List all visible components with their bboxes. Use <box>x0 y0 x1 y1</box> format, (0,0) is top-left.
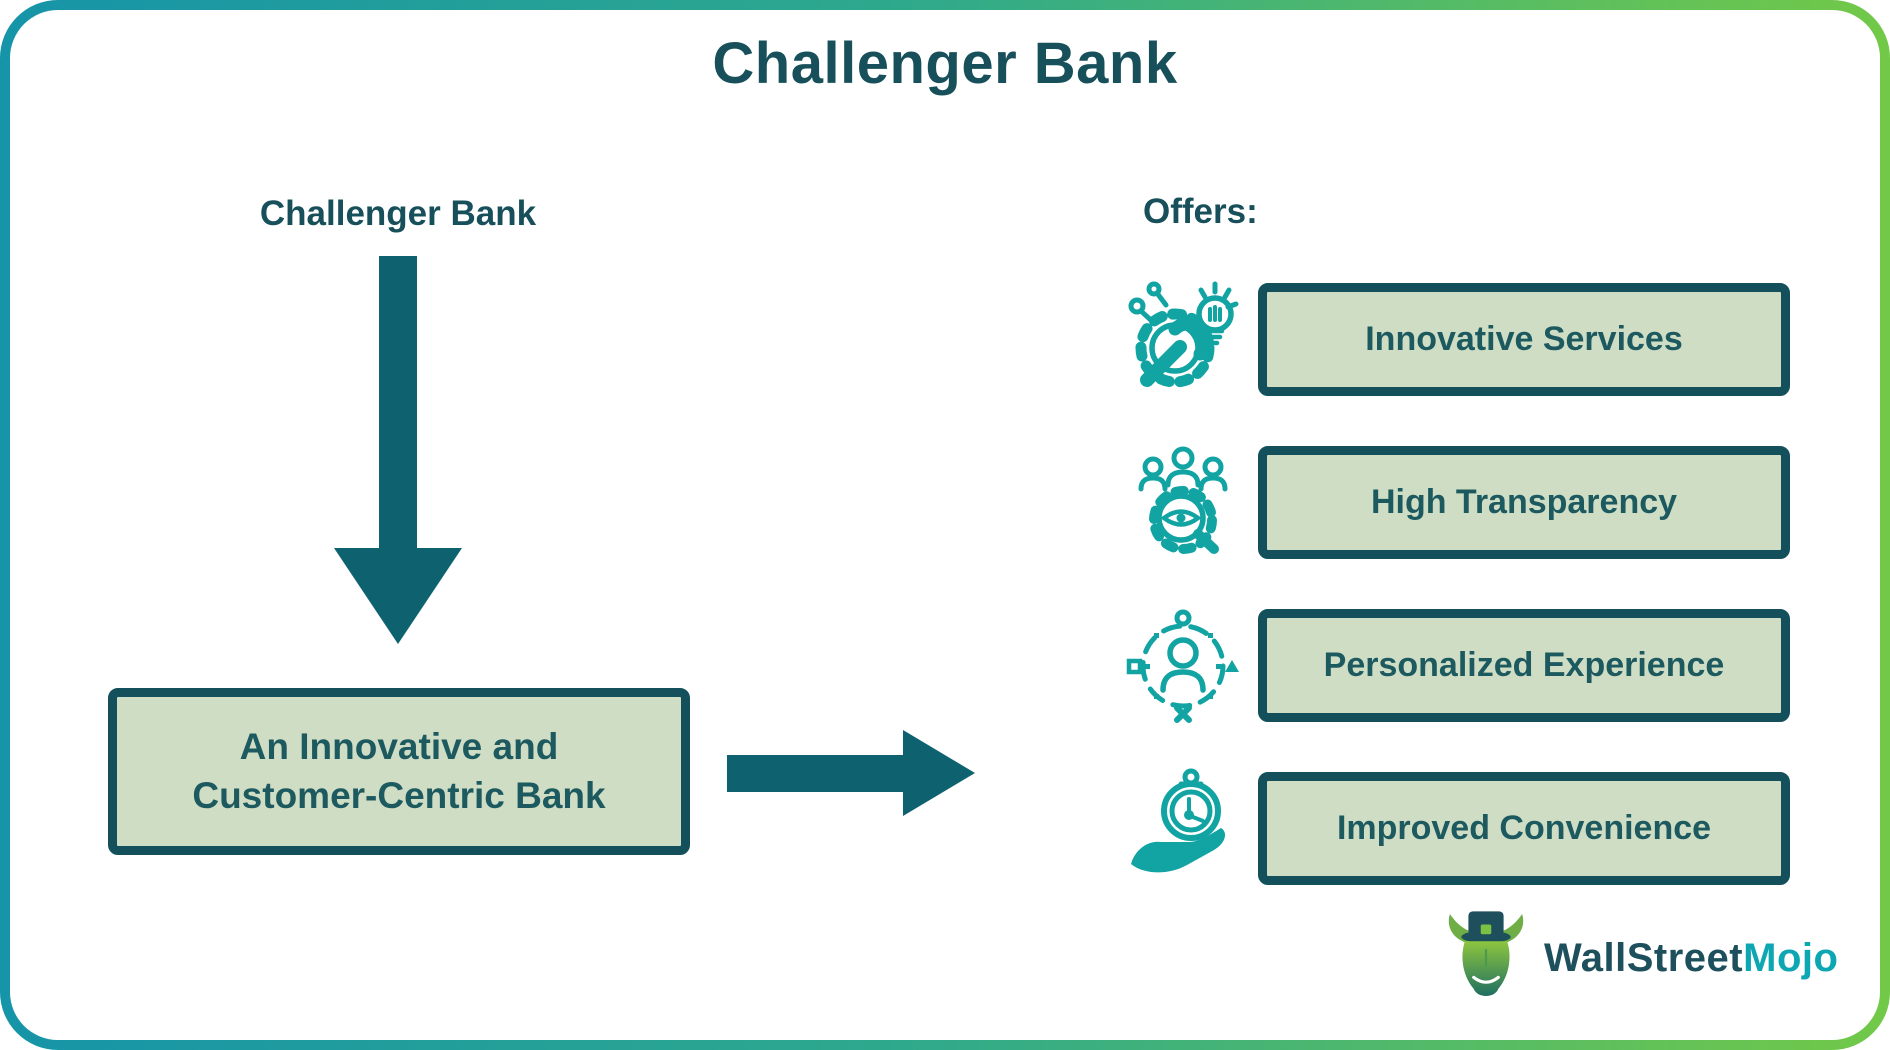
transparency-people-magnifier-eye-icon <box>1123 441 1243 561</box>
right-arrow-head <box>903 730 975 816</box>
brand-wordmark: WallStreetMojo <box>1544 936 1838 981</box>
offer-box-innovative-services: Innovative Services <box>1258 283 1790 396</box>
result-node: An Innovative and Customer-Centric Bank <box>108 688 690 855</box>
offer-label: Innovative Services <box>1365 320 1683 358</box>
bull-mascot-icon <box>1448 911 1524 997</box>
offer-label: Personalized Experience <box>1323 646 1725 684</box>
convenience-hand-stopwatch-icon <box>1123 767 1243 887</box>
offer-box-improved-convenience: Improved Convenience <box>1258 772 1790 885</box>
innovation-gear-wrench-bulb-icon <box>1123 278 1243 398</box>
personalized-user-target-icon <box>1123 604 1243 724</box>
offer-label: High Transparency <box>1370 483 1678 521</box>
brand-secondary-text: Mojo <box>1743 935 1839 980</box>
brand-primary-text: WallStreet <box>1544 935 1744 980</box>
offer-box-personalized-experience: Personalized Experience <box>1258 609 1790 722</box>
offer-label: Improved Convenience <box>1336 809 1712 847</box>
flow-source-label: Challenger Bank <box>259 194 537 233</box>
offers-heading: Offers: <box>1143 192 1258 231</box>
offer-box-high-transparency: High Transparency <box>1258 446 1790 559</box>
page-title: Challenger Bank <box>712 31 1178 96</box>
brand-logo: WallStreetMojo <box>1442 906 1838 1010</box>
result-node-label: An Innovative and Customer-Centric Bank <box>192 726 606 816</box>
down-arrow-head <box>334 548 462 644</box>
right-arrow-shaft <box>727 755 905 792</box>
down-arrow-shaft <box>379 256 417 548</box>
